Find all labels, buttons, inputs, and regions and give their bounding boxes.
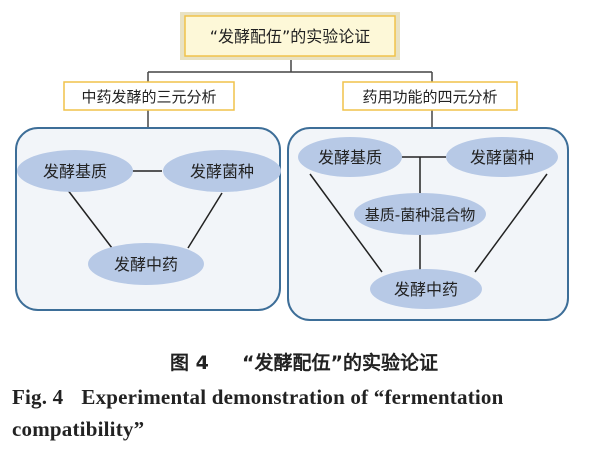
right-header-text: 药用功能的四元分析 xyxy=(362,88,497,106)
title-box: “发酵配伍”的实验论证 xyxy=(180,12,400,60)
left-header: 中药发酵的三元分析 xyxy=(63,81,235,111)
right-panel: 发酵基质 发酵菌种 基质-菌种混合物 发酵中药 xyxy=(287,127,569,321)
node-substrate-label: 发酵基质 xyxy=(43,162,107,181)
node-product-label: 发酵中药 xyxy=(114,255,178,274)
edge-substrate-product xyxy=(66,188,113,249)
tree-connectors xyxy=(147,60,433,127)
left-header-text: 中药发酵的三元分析 xyxy=(81,88,216,106)
node-mixture-label: 基质-菌种混合物 xyxy=(365,206,475,224)
node-strain-r xyxy=(446,137,558,177)
node-strain xyxy=(163,150,281,192)
caption-cn-label: 图 4 xyxy=(170,352,209,374)
edge-substrate-product-r xyxy=(309,173,383,273)
caption-cn-text: “发酵配伍”的实验论证 xyxy=(241,352,438,374)
node-substrate-r-label: 发酵基质 xyxy=(318,148,382,167)
caption-en-label: Fig. 4 xyxy=(12,385,64,409)
caption-cn: 图 4 “发酵配伍”的实验论证 xyxy=(0,348,608,375)
node-product-r xyxy=(370,269,482,309)
node-substrate-r xyxy=(298,137,402,177)
diagram: “发酵配伍”的实验论证 中药发酵的三元分析 药用功能的四元分析 发酵基质 发酵菌… xyxy=(15,12,569,321)
node-mixture xyxy=(354,193,486,235)
node-substrate xyxy=(17,150,133,192)
left-panel: 发酵基质 发酵菌种 发酵中药 xyxy=(15,127,281,311)
node-strain-label: 发酵菌种 xyxy=(190,162,254,181)
right-header: 药用功能的四元分析 xyxy=(342,81,518,111)
edge-strain-product-r xyxy=(474,173,548,273)
node-product xyxy=(88,243,204,285)
edge-strain-product xyxy=(187,192,223,249)
node-product-r-label: 发酵中药 xyxy=(394,280,458,299)
caption-en-text: Experimental demonstration of “fermentat… xyxy=(12,385,504,441)
node-strain-r-label: 发酵菌种 xyxy=(470,148,534,167)
title-text: “发酵配伍”的实验论证 xyxy=(210,27,371,46)
